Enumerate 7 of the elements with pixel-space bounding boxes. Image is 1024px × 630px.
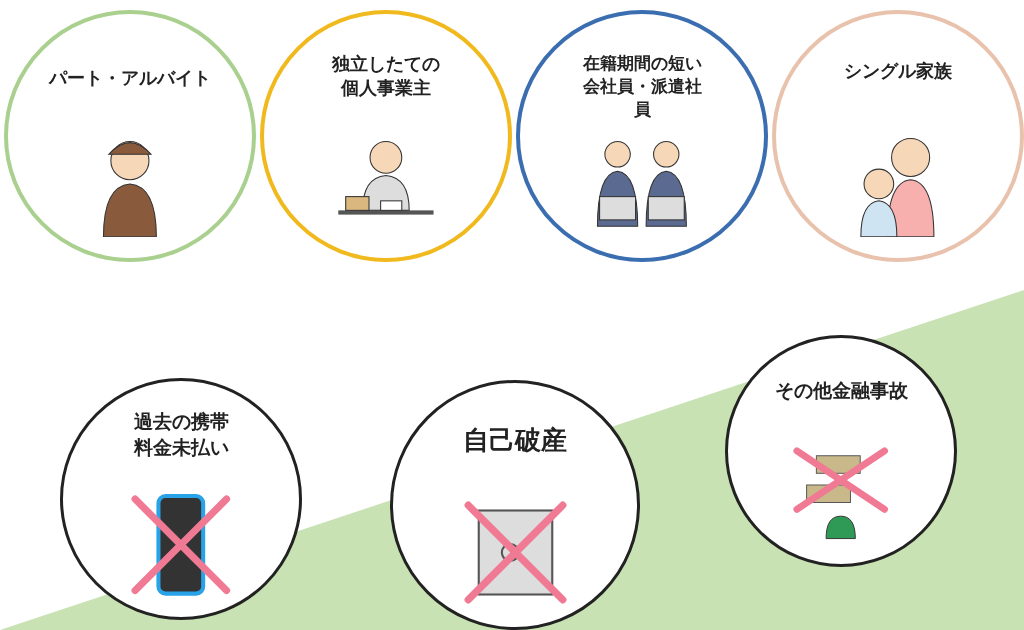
circle-label: 過去の携帯料金未払い	[132, 409, 230, 460]
circle-label: 在籍期間の短い会社員・派遣社員	[581, 52, 703, 121]
circle-label: その他金融事故	[773, 378, 909, 403]
circle-label: シングル家族	[843, 59, 953, 83]
circle-label: 自己破産	[462, 424, 568, 457]
circle-label: パート・アルバイト	[47, 66, 212, 90]
circle-label: 独立したての個人事業主	[330, 52, 441, 101]
